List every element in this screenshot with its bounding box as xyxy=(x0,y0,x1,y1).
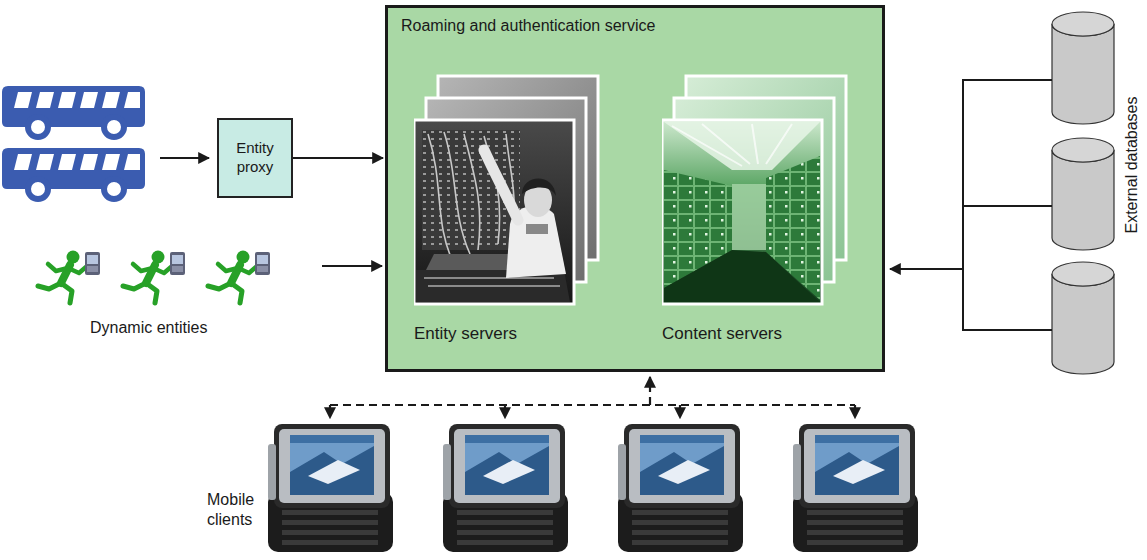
axis-label-slot: External databases xyxy=(1122,97,1142,234)
server-photo xyxy=(414,74,604,310)
flow-arrow xyxy=(293,157,383,159)
phone-icon xyxy=(618,424,743,552)
bus-icon xyxy=(2,86,145,137)
input-arrow xyxy=(160,157,209,159)
box-label: Entity proxy xyxy=(223,139,287,177)
client-wires xyxy=(330,377,855,418)
phone-icon xyxy=(443,424,568,552)
server-photo xyxy=(662,74,852,310)
box-title: Roaming and authentication service xyxy=(401,17,655,35)
database-cylinder xyxy=(1052,138,1114,250)
axis-label: External databases xyxy=(1122,97,1142,234)
proxy-box: Entity proxy xyxy=(217,118,293,198)
runner-icon xyxy=(38,251,100,304)
group-label: Dynamic entities xyxy=(90,318,207,338)
group-caption: Entity servers xyxy=(414,324,517,344)
group-label-slot: Dynamic entities xyxy=(90,318,207,338)
runner-icon xyxy=(123,251,185,304)
group-caption: Content servers xyxy=(662,324,782,344)
server-group: Content servers xyxy=(662,74,852,346)
phone-icon xyxy=(268,424,393,552)
input-arrow xyxy=(322,265,382,267)
server-group: Entity servers xyxy=(414,74,604,346)
runner-icon xyxy=(208,251,270,304)
bus-icon xyxy=(2,148,145,199)
database-arrow xyxy=(890,268,963,270)
phone-icon xyxy=(793,424,918,552)
database-wire xyxy=(963,80,1052,330)
group-label-slot: Mobile clients xyxy=(207,490,265,530)
service-box: Roaming and authentication service Entit… xyxy=(385,5,885,372)
database-cylinder xyxy=(1052,12,1114,124)
database-cylinder xyxy=(1052,262,1114,374)
group-label: Mobile clients xyxy=(207,490,265,530)
